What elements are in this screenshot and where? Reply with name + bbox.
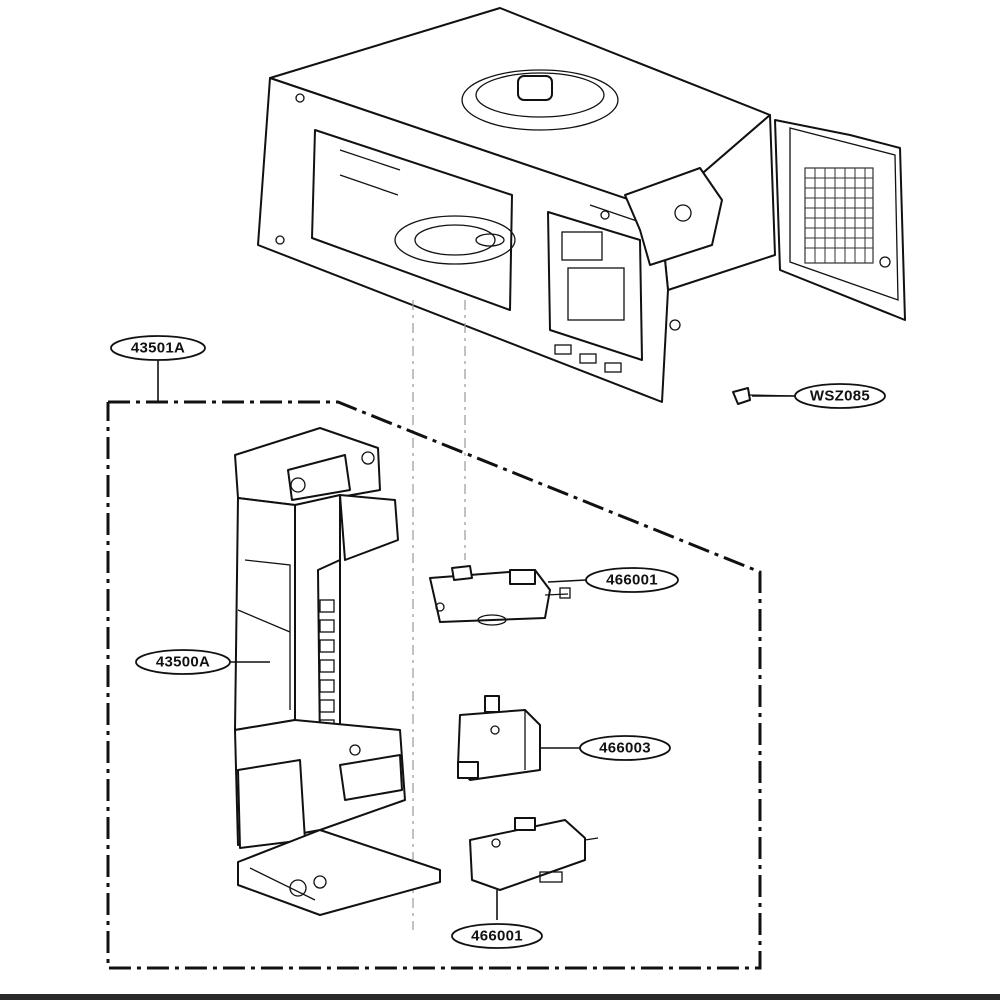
callout-label: 466001 — [471, 928, 523, 945]
bottom-edge-bar — [0, 994, 1000, 1000]
callout-label: 43501A — [131, 340, 185, 357]
callout-middle-switch: 466003 — [579, 735, 671, 761]
callout-label: 43500A — [156, 654, 210, 671]
latch-hook-board — [234, 427, 441, 916]
upper-switch — [429, 565, 571, 626]
callout-upper-switch: 466001 — [585, 567, 679, 593]
middle-switch — [457, 695, 541, 781]
vent-grille — [804, 167, 874, 264]
assembly-boundary — [106, 400, 762, 970]
callout-door-latch-assembly: 43501A — [110, 335, 206, 361]
upper-switch-leader — [547, 579, 587, 583]
callout-label: 466003 — [599, 740, 651, 757]
microwave-cavity — [257, 7, 776, 403]
callout-screw: WSZ085 — [794, 383, 886, 409]
callout-label: 466001 — [606, 572, 658, 589]
lower-switch — [469, 817, 599, 891]
rear-panel — [774, 119, 906, 321]
callout-latch-hook-board: 43500A — [135, 649, 231, 675]
projection-lines — [412, 300, 466, 930]
callout-lower-switch: 466001 — [451, 923, 543, 949]
callout-label: WSZ085 — [810, 388, 870, 405]
